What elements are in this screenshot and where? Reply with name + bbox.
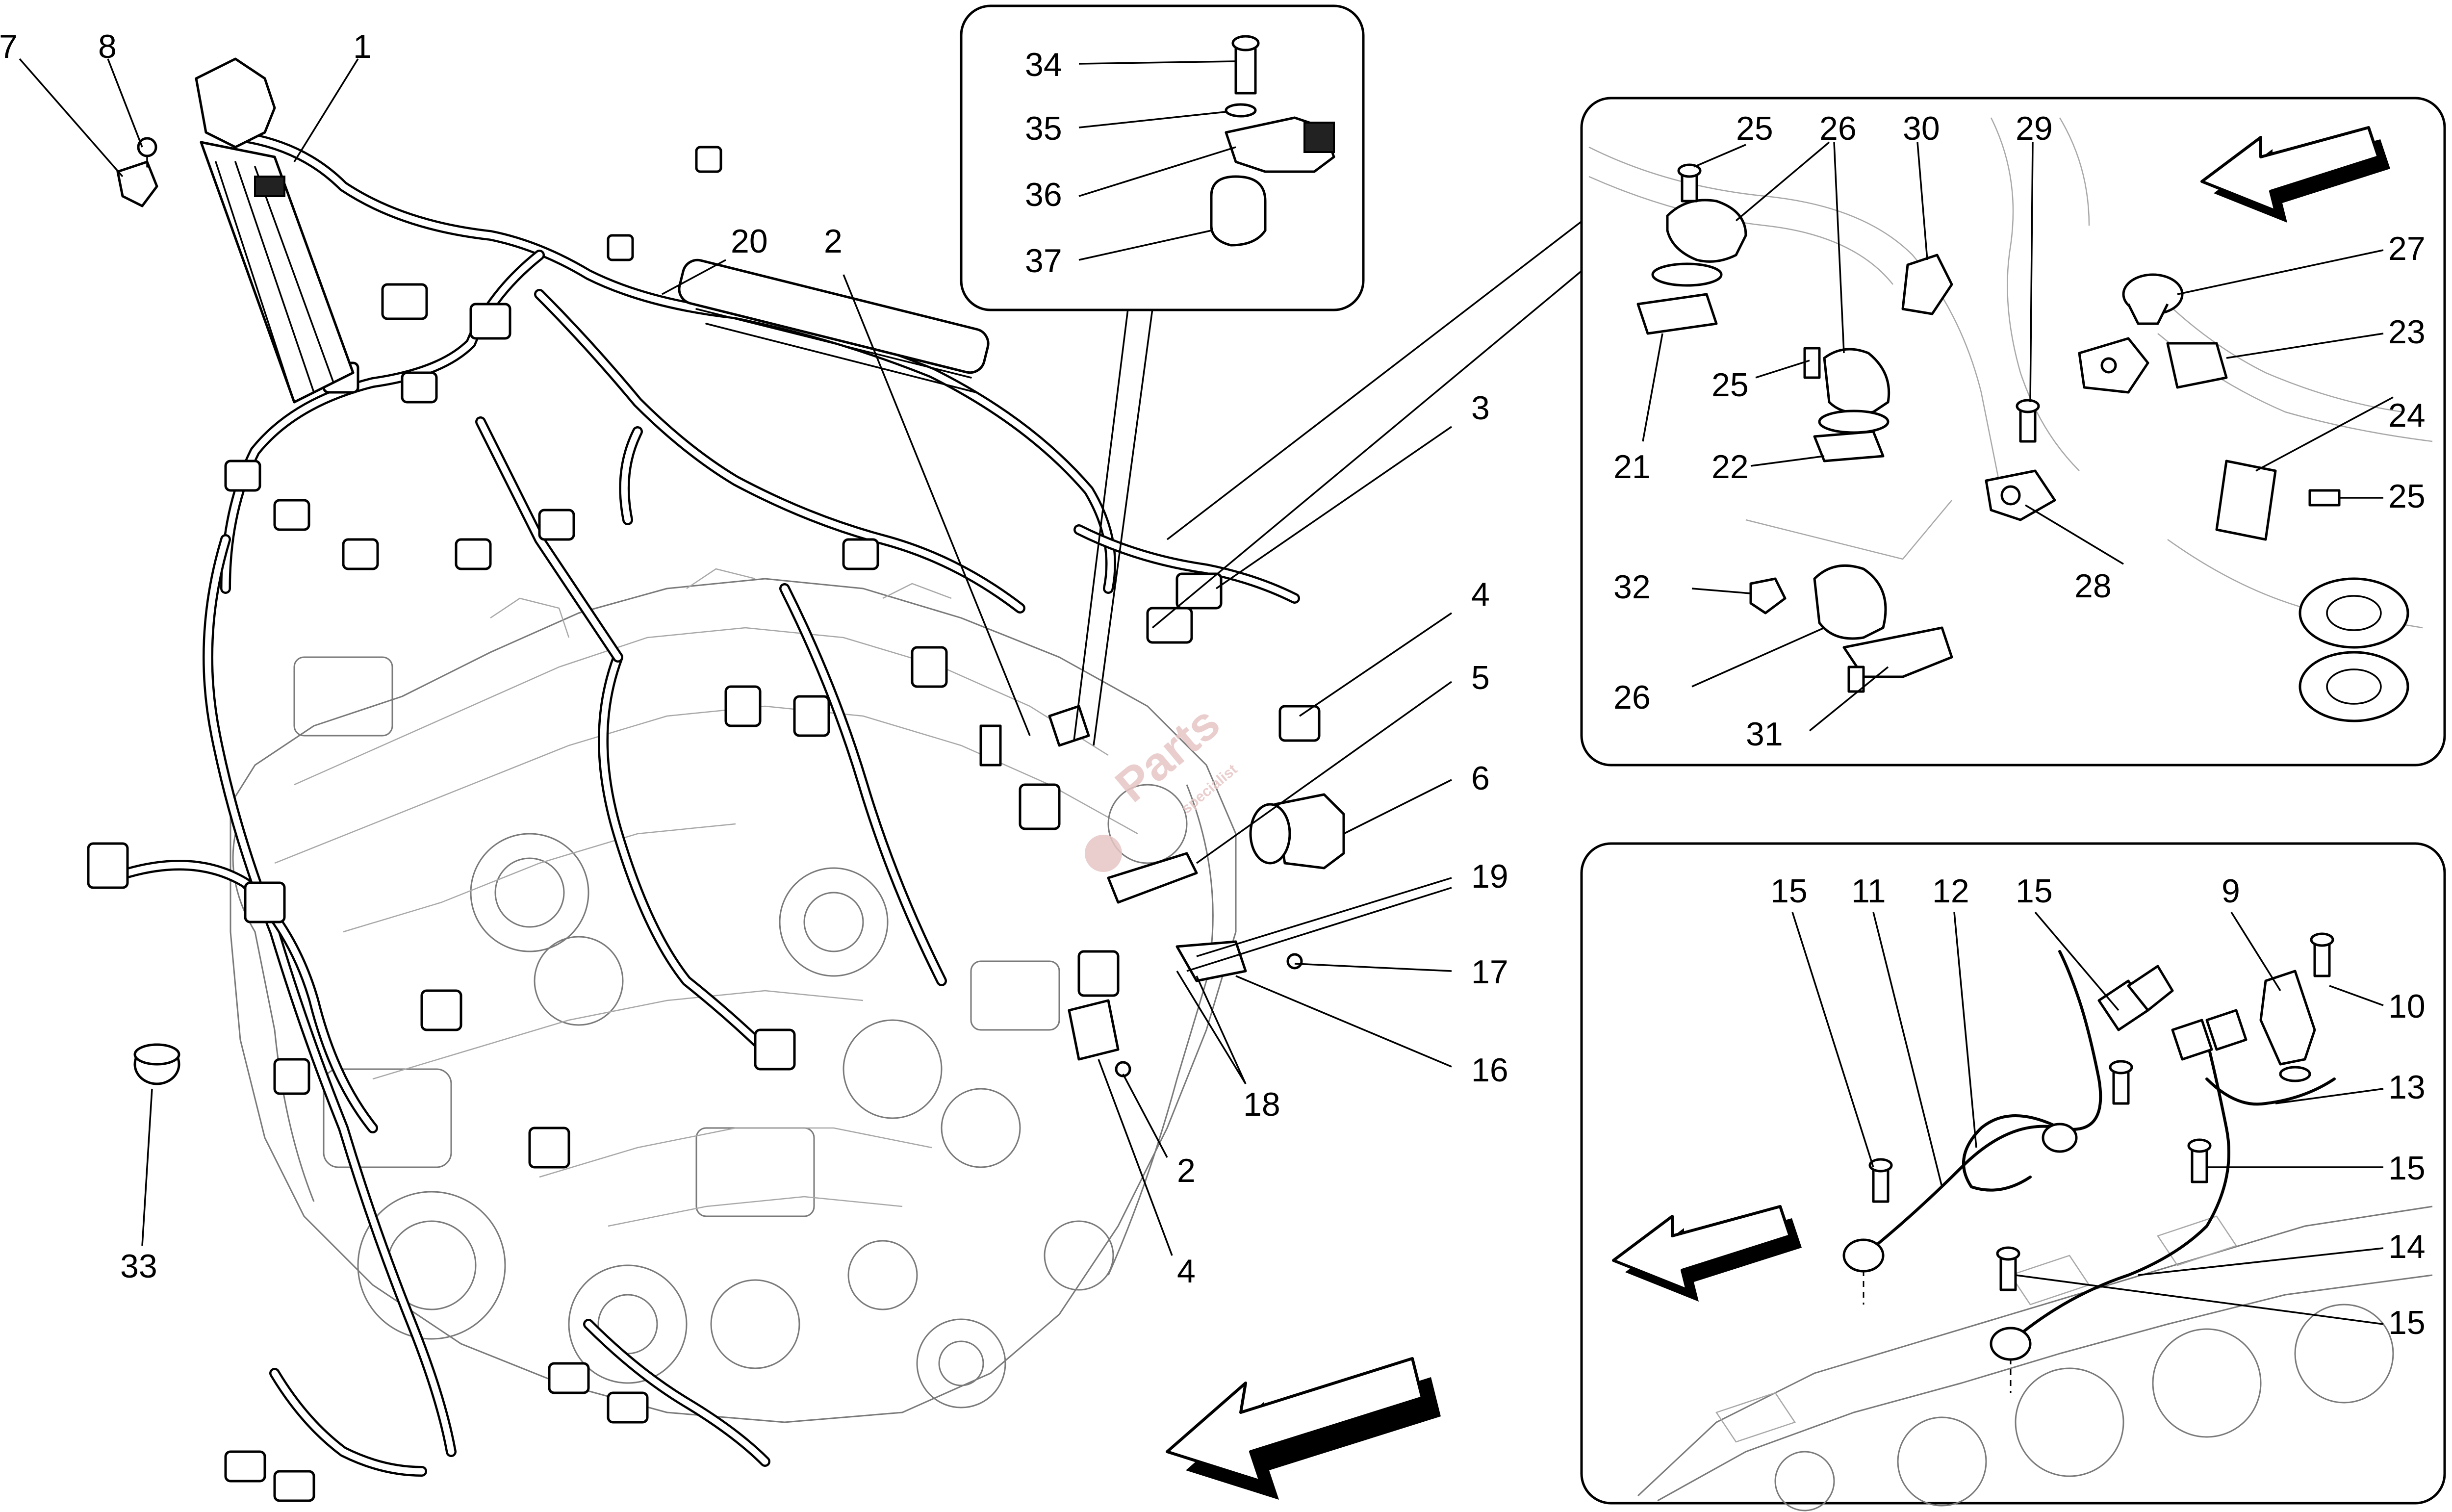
callout-4-top: 4: [1471, 576, 1490, 613]
callout-23: 23: [2388, 313, 2426, 351]
inset-harness-brackets: [1580, 97, 2446, 767]
callout-34: 34: [1025, 46, 1062, 83]
callout-15-a: 15: [1770, 872, 1808, 910]
callout-5: 5: [1471, 659, 1490, 696]
callout-2-top: 2: [824, 223, 843, 260]
callout-24: 24: [2388, 397, 2426, 434]
callout-8: 8: [98, 28, 117, 65]
engine-control-unit: [195, 57, 355, 404]
callout-20: 20: [731, 223, 768, 260]
bracket-7-8: [116, 137, 158, 207]
callout-6: 6: [1471, 760, 1490, 797]
direction-arrow-main: [1166, 1357, 1441, 1500]
callout-15-b: 15: [2016, 872, 2053, 910]
right-inset-callout-numbers: 25 26 30 29 27 23 25 21 22 24 25 28 32 2…: [1613, 110, 2426, 753]
callout-35: 35: [1025, 110, 1062, 147]
knock-sensor-33: [133, 1043, 180, 1085]
callout-4-bottom: 4: [1177, 1253, 1196, 1290]
callout-15-d: 15: [2388, 1304, 2426, 1341]
callout-7: 7: [0, 28, 18, 65]
main-leader-lines: [19, 58, 1590, 1256]
callout-3: 3: [1471, 389, 1490, 427]
callout-28: 28: [2074, 567, 2112, 605]
callout-37: 37: [1025, 242, 1062, 280]
callout-29: 29: [2016, 110, 2053, 147]
callout-12: 12: [1932, 872, 1969, 910]
callout-26-b: 26: [1613, 679, 1651, 716]
callout-1: 1: [353, 28, 372, 65]
callout-33: 33: [120, 1248, 157, 1285]
callout-17: 17: [1471, 953, 1508, 991]
main-callout-numbers: 7 8 1 20 2 3 4 5 6 19 17 16 18 2 4 33: [0, 28, 1508, 1290]
callout-9: 9: [2222, 872, 2240, 910]
callout-31: 31: [1746, 716, 1783, 753]
callout-11: 11: [1851, 872, 1886, 910]
callout-25-a: 25: [1736, 110, 1773, 147]
callout-21: 21: [1613, 448, 1651, 486]
inset-sensor-detail: [960, 4, 1365, 311]
callout-32: 32: [1613, 568, 1651, 606]
callout-22: 22: [1711, 448, 1749, 486]
callout-19: 19: [1471, 858, 1508, 895]
top-inset-callout-numbers: 34 35 36 37: [1025, 46, 1062, 280]
callout-25-c: 25: [2388, 478, 2426, 515]
callout-13: 13: [2388, 1069, 2426, 1106]
callout-26-a: 26: [1819, 110, 1857, 147]
sensor-parts-main: [979, 705, 1345, 1077]
callout-15-c: 15: [2388, 1150, 2426, 1187]
callout-16: 16: [1471, 1051, 1508, 1089]
watermark: Parts specialist: [1085, 696, 1240, 872]
callout-10: 10: [2388, 988, 2426, 1025]
engine-block-illustration: [230, 568, 1237, 1423]
callout-27: 27: [2388, 230, 2426, 267]
callout-36: 36: [1025, 176, 1062, 213]
callout-25-b: 25: [1711, 366, 1749, 404]
wiring-harness: [87, 132, 1321, 1502]
callout-30: 30: [1903, 110, 1940, 147]
callout-2-bottom: 2: [1177, 1152, 1196, 1189]
callout-18: 18: [1243, 1086, 1280, 1123]
bottom-inset-callout-numbers: 15 11 12 15 9 10 13 15 14 15: [1770, 872, 2426, 1341]
callout-14: 14: [2388, 1228, 2426, 1265]
inset-knock-sensors: [1580, 842, 2446, 1512]
